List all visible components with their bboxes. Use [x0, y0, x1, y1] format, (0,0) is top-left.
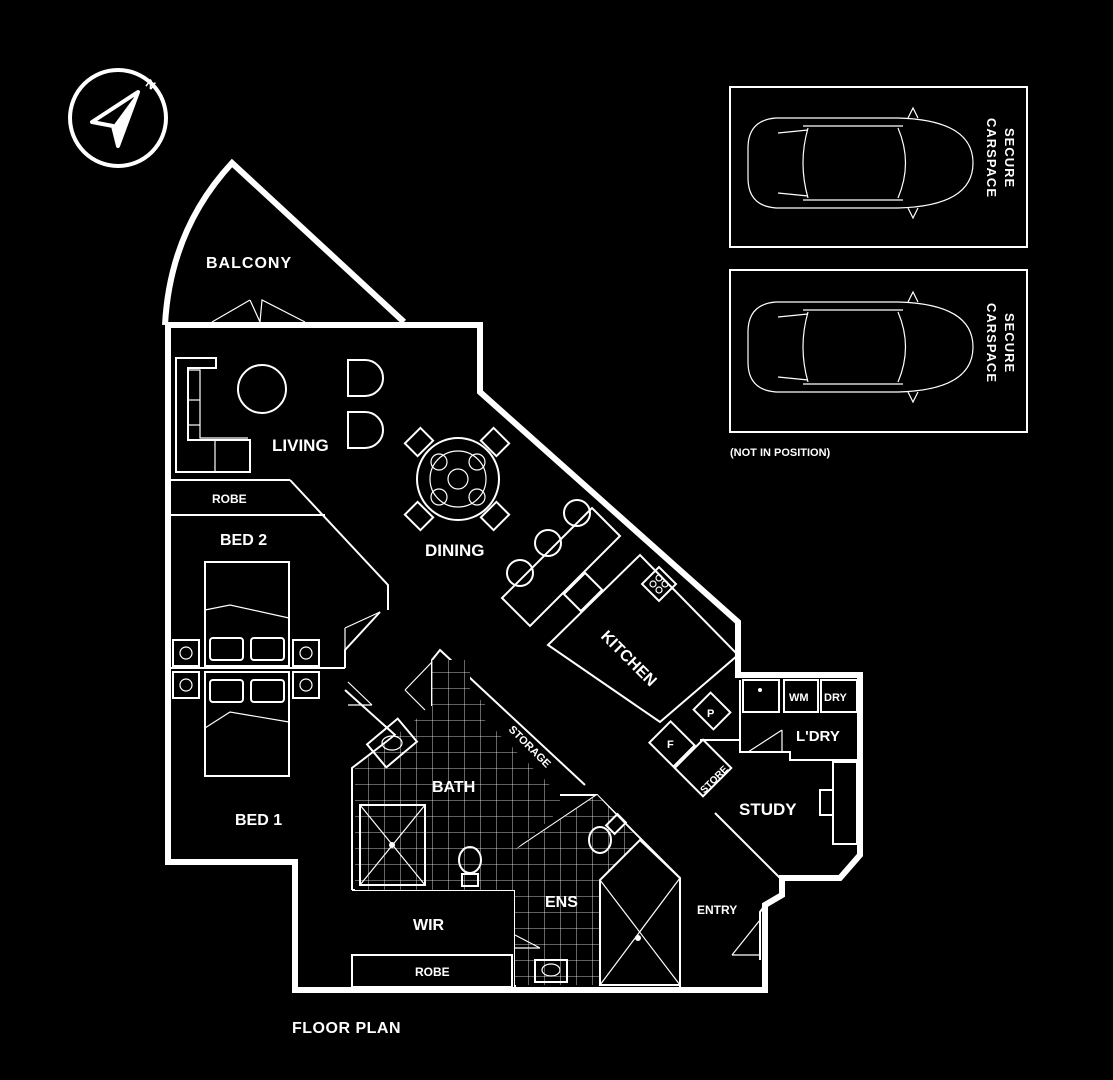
room-label-bath: BATH	[432, 779, 475, 796]
bed-1-room: BED 1	[172, 671, 373, 829]
carspace-1-label-line1: SECURE	[1002, 128, 1017, 188]
compass: N	[68, 68, 168, 168]
fridge-label: F	[667, 739, 674, 751]
appliance-boxes: P F STORE	[647, 691, 733, 798]
ensuite-toilet	[588, 826, 612, 854]
pantry-label: P	[707, 708, 714, 720]
room-label-balcony: BALCONY	[206, 255, 292, 272]
bed-2	[204, 561, 290, 667]
room-label-study: STUDY	[739, 800, 797, 819]
kitchen-island	[500, 499, 740, 724]
room-label-bed2: BED 2	[220, 532, 267, 549]
carspace-1: SECURE CARSPACE	[729, 86, 1028, 248]
armchair	[347, 411, 384, 449]
coffee-table	[237, 364, 287, 414]
room-label-laundry: L'DRY	[796, 728, 840, 745]
carspace-2-label-line1: SECURE	[1002, 313, 1017, 373]
room-label-ens: ENS	[545, 894, 578, 911]
room-label-bed1: BED 1	[235, 812, 282, 829]
room-label-kitchen: KITCHEN	[597, 628, 659, 690]
robe-label-bottom: ROBE	[415, 965, 450, 979]
balcony-area: BALCONY	[162, 158, 407, 326]
room-label-living: LIVING	[272, 436, 329, 455]
car-icon	[747, 290, 974, 404]
dryer-label: DRY	[824, 692, 847, 704]
room-label-dining: DINING	[425, 541, 485, 560]
laundry-room: WM DRY L'DRY	[742, 679, 858, 753]
carspace-note: (NOT IN POSITION)	[730, 447, 831, 459]
dining-table	[403, 426, 511, 532]
study-room: STUDY	[739, 761, 858, 845]
washing-machine-label: WM	[789, 692, 809, 704]
living-furniture: LIVING	[175, 357, 384, 473]
carspace-2: SECURE CARSPACE	[729, 269, 1028, 433]
bed-1	[204, 671, 290, 777]
robe-label-top: ROBE	[212, 492, 247, 506]
bed-2-room: ROBE BED 2	[172, 492, 381, 667]
carspace-1-label-line2: CARSPACE	[984, 118, 999, 198]
carspace-2-label-line2: CARSPACE	[984, 303, 999, 383]
plan-title: FLOOR PLAN	[292, 1020, 401, 1037]
room-label-entry: ENTRY	[697, 903, 737, 917]
armchair	[347, 359, 384, 397]
compass-ring	[68, 68, 168, 168]
car-icon	[747, 106, 974, 220]
north-arrow-icon	[90, 90, 140, 148]
kitchen-sink	[562, 571, 604, 613]
store-label: STORE	[699, 764, 731, 796]
north-arrow-fill	[113, 92, 138, 146]
cooktop	[640, 565, 678, 603]
entry-area: ENTRY	[697, 903, 761, 956]
room-label-wir: WIR	[413, 917, 445, 934]
